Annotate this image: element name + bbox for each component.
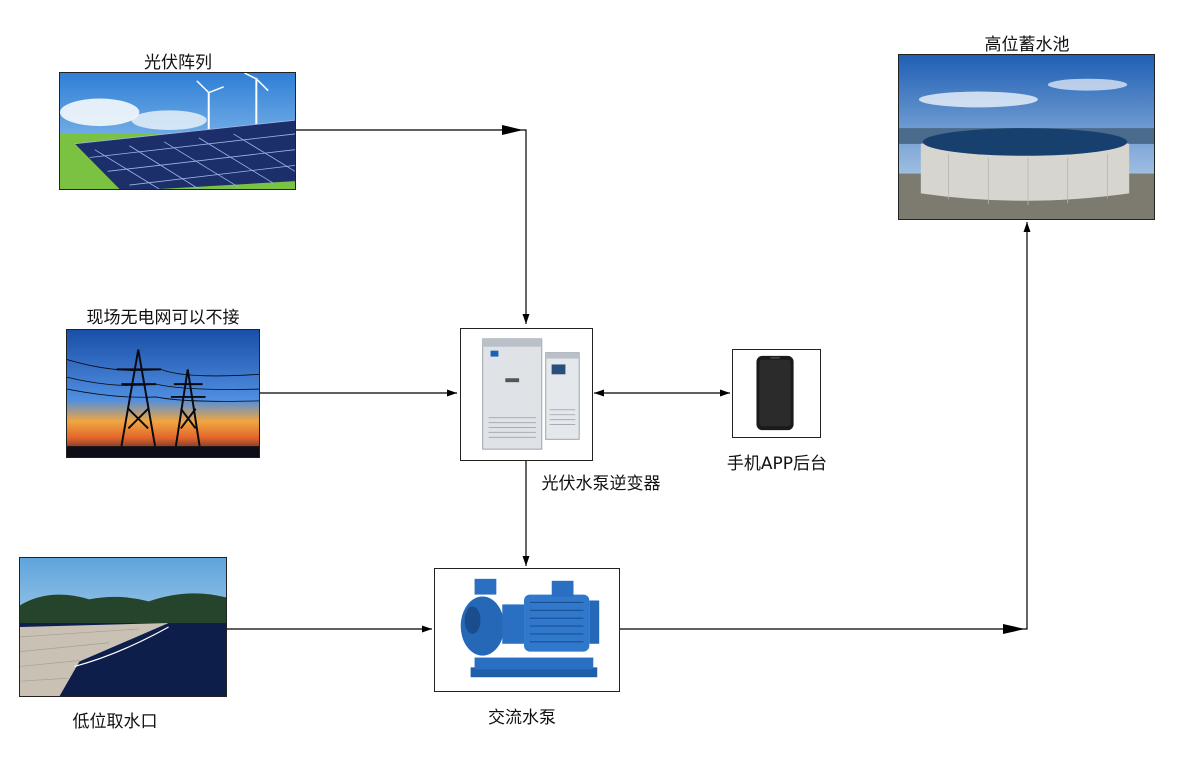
pv-array-label: 光伏阵列	[144, 53, 212, 73]
pv-array-image	[60, 73, 295, 189]
edge-pump-midarrow	[1003, 624, 1025, 634]
reservoir-label: 高位蓄水池	[984, 35, 1070, 55]
app-node[interactable]	[732, 349, 821, 438]
app-label: 手机APP后台	[726, 454, 828, 474]
pump-node[interactable]	[434, 568, 620, 692]
inverter-label: 光伏水泵逆变器	[541, 474, 661, 494]
edge-pump-to-reservoir	[620, 222, 1031, 630]
phone-icon	[733, 350, 820, 437]
edge-pv-midarrow	[502, 125, 523, 135]
reservoir-node[interactable]	[898, 54, 1155, 220]
power-tower-image	[67, 330, 259, 457]
inverter-cabinet-image	[461, 329, 592, 460]
low-source-label: 低位取水口	[72, 712, 158, 732]
inverter-node[interactable]	[460, 328, 593, 461]
grid-node[interactable]	[66, 329, 260, 458]
low-source-node[interactable]	[19, 557, 227, 697]
edge-pv-to-inverter	[296, 129, 530, 324]
reservoir-low-image	[20, 558, 226, 696]
pv-array-node[interactable]	[59, 72, 296, 190]
reservoir-high-image	[899, 55, 1154, 219]
pump-label: 交流水泵	[488, 708, 556, 728]
pump-image	[435, 569, 619, 691]
grid-label: 现场无电网可以不接	[86, 308, 240, 328]
